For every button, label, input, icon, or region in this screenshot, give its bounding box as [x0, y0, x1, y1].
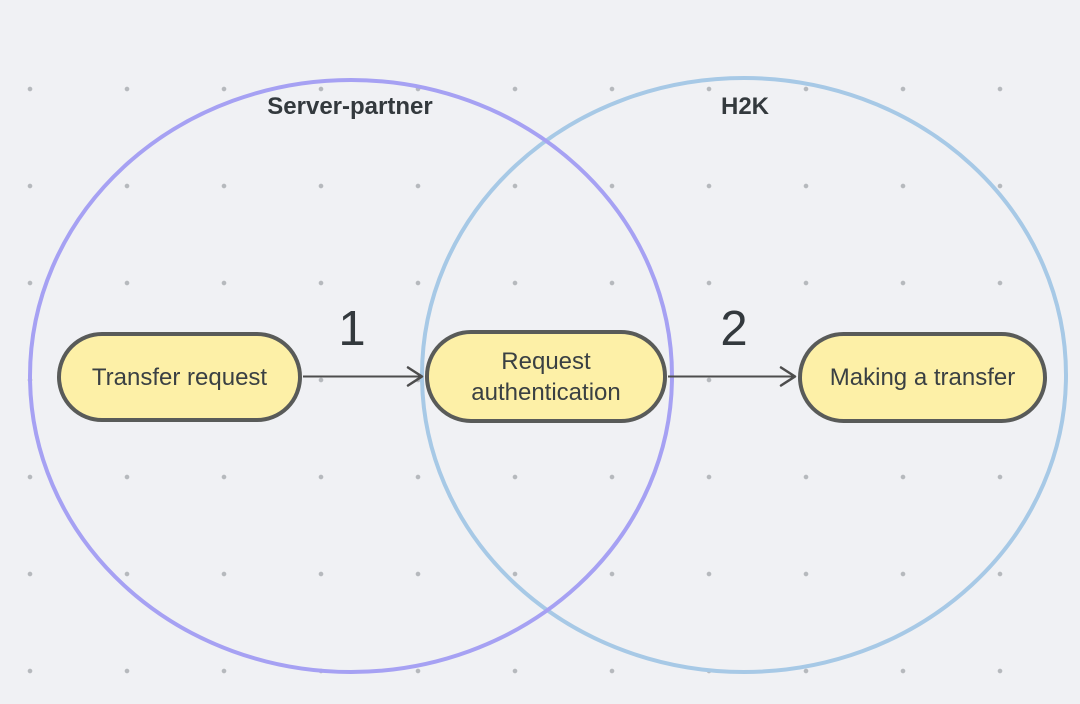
group-label-server-partner[interactable]: Server-partner — [267, 93, 433, 120]
edge-label-2[interactable]: 2 — [720, 302, 748, 356]
node-transfer-request[interactable]: Transfer request — [57, 332, 302, 422]
node-label: Transfer request — [91, 363, 268, 391]
node-label: Request authentication — [471, 347, 621, 406]
group-circle-h2k[interactable] — [420, 76, 1068, 674]
node-making-a-transfer[interactable]: Making a transfer — [798, 332, 1047, 423]
edge-2-arrow[interactable] — [668, 366, 797, 387]
node-label: Making a transfer — [829, 364, 1016, 391]
edge-1-arrow[interactable] — [303, 366, 424, 387]
edge-label-1[interactable]: 1 — [338, 302, 366, 356]
node-request-authentication[interactable]: Request authentication — [425, 330, 667, 423]
group-label-h2k[interactable]: H2K — [720, 93, 769, 120]
